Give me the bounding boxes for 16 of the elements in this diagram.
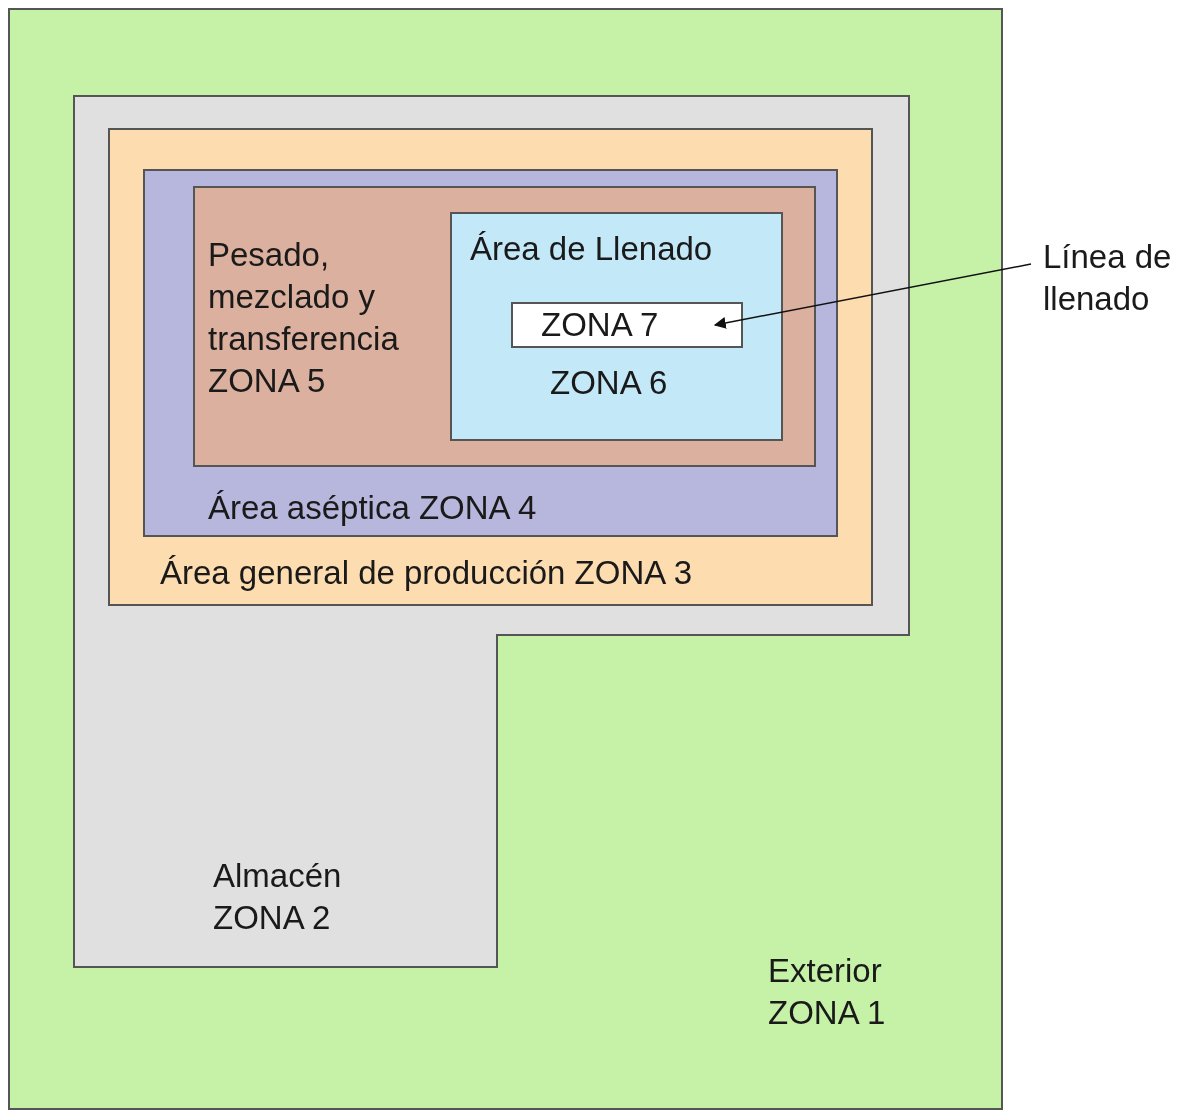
leader-arrow: [713, 263, 1032, 329]
zone-label: Almacén ZONA 2: [213, 856, 343, 938]
zone-label: Exterior ZONA 1: [768, 951, 887, 1033]
zone-area: [108, 128, 873, 606]
zone-label: Área aséptica ZONA 4: [208, 488, 537, 528]
callout-label: Línea de llenado: [1043, 236, 1201, 320]
zone-label: ZONA 7: [541, 305, 659, 345]
zone-label: Área general de producción ZONA 3: [160, 553, 692, 593]
zone-area: [450, 212, 783, 441]
zone-area: [511, 302, 743, 348]
area-title: Área de Llenado: [470, 229, 713, 269]
zone-area: [8, 8, 1003, 1110]
zone-label: ZONA 6: [550, 363, 668, 403]
zone-area: [193, 186, 816, 467]
zone-label: Pesado, mezclado y transferencia ZONA 5: [208, 235, 400, 401]
zone-area: [143, 169, 838, 537]
